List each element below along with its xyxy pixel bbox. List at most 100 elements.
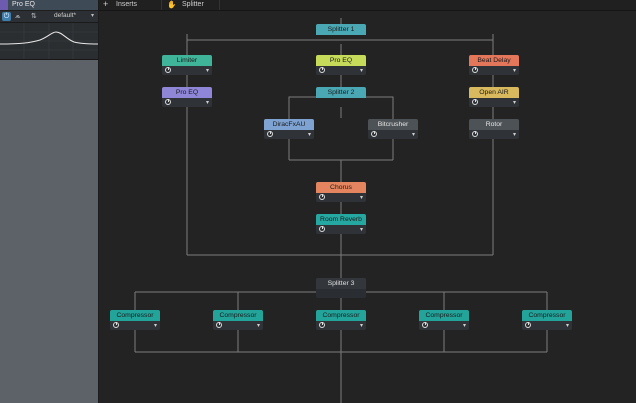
node-label: Compressor xyxy=(419,310,469,321)
compressor-5-node[interactable]: Compressor ▾ xyxy=(522,310,572,330)
chevron-down-icon[interactable]: ▾ xyxy=(91,13,95,19)
compressor-4-node[interactable]: Compressor ▾ xyxy=(419,310,469,330)
power-icon[interactable] xyxy=(216,321,222,328)
splitter-1-node[interactable]: Splitter 1 xyxy=(316,24,366,44)
power-icon[interactable] xyxy=(525,321,531,328)
power-icon[interactable] xyxy=(267,130,273,137)
room-reverb-node[interactable]: Room Reverb ▾ xyxy=(316,214,366,234)
eq-thumbnail[interactable] xyxy=(0,23,99,60)
chevron-down-icon[interactable]: ▾ xyxy=(359,226,363,233)
compressor-2-node[interactable]: Compressor ▾ xyxy=(213,310,263,330)
power-icon[interactable] xyxy=(472,98,478,105)
chorus-node[interactable]: Chorus ▾ xyxy=(316,182,366,202)
node-label: Pro EQ xyxy=(316,55,366,66)
node-controls: ▾ xyxy=(522,321,572,330)
toolbar-divider xyxy=(219,0,220,10)
node-label: Splitter 2 xyxy=(316,87,366,98)
power-icon[interactable] xyxy=(319,66,325,73)
power-icon[interactable] xyxy=(472,66,478,73)
chevron-down-icon[interactable]: ▾ xyxy=(153,322,157,329)
eq-curve-icon[interactable]: ⩕ xyxy=(15,13,21,20)
eq-curve-preview xyxy=(0,23,99,59)
inserts-tab[interactable]: Inserts xyxy=(116,1,138,8)
node-controls: ▾ xyxy=(368,130,418,139)
open-air-node[interactable]: Open AIR ▾ xyxy=(469,87,519,107)
rotor-node[interactable]: Rotor ▾ xyxy=(469,119,519,139)
splitter-tab[interactable]: Splitter xyxy=(182,1,204,8)
chevron-down-icon[interactable]: ▾ xyxy=(359,194,363,201)
node-label: Rotor xyxy=(469,119,519,130)
toolbar-divider xyxy=(161,0,162,10)
chevron-down-icon[interactable]: ▾ xyxy=(462,322,466,329)
limiter-node[interactable]: Limiter ▾ xyxy=(162,55,212,75)
node-controls: ▾ xyxy=(469,98,519,107)
node-label: Bitcrusher xyxy=(368,119,418,130)
node-label: Room Reverb xyxy=(316,214,366,225)
pro-eq-left-node[interactable]: Pro EQ ▾ xyxy=(162,87,212,107)
pro-eq-node[interactable]: Pro EQ ▾ xyxy=(316,55,366,75)
compressor-1-node[interactable]: Compressor ▾ xyxy=(110,310,160,330)
chevron-down-icon[interactable]: ▾ xyxy=(205,67,209,74)
node-label: Compressor xyxy=(110,310,160,321)
node-controls: ▾ xyxy=(264,130,314,139)
node-label: Splitter 1 xyxy=(316,24,366,35)
node-controls: ▾ xyxy=(316,66,366,75)
chevron-down-icon[interactable]: ▾ xyxy=(205,99,209,106)
node-label: Splitter 3 xyxy=(316,278,366,289)
node-controls: ▾ xyxy=(419,321,469,330)
node-controls: ▾ xyxy=(316,225,366,234)
chevron-down-icon[interactable]: ▾ xyxy=(359,67,363,74)
node-controls: ▾ xyxy=(213,321,263,330)
node-controls: ▾ xyxy=(469,130,519,139)
chevron-down-icon[interactable]: ▾ xyxy=(307,131,311,138)
chevron-down-icon[interactable]: ▾ xyxy=(512,99,516,106)
power-icon[interactable] xyxy=(472,130,478,137)
node-controls: ▾ xyxy=(316,321,366,330)
node-controls: ▾ xyxy=(316,193,366,202)
chevron-down-icon[interactable]: ▾ xyxy=(512,67,516,74)
plugin-sidebar: Pro EQ ⏻ ⩕ ⇅ default* ▾ xyxy=(0,0,99,403)
power-icon[interactable]: ⏻ xyxy=(2,12,11,21)
power-icon[interactable] xyxy=(113,321,119,328)
power-icon[interactable] xyxy=(319,225,325,232)
routing-toolbar: + Inserts ✋ Splitter xyxy=(99,0,636,11)
node-label: Compressor xyxy=(316,310,366,321)
compressor-3-node[interactable]: Compressor ▾ xyxy=(316,310,366,330)
node-label: Chorus xyxy=(316,182,366,193)
power-icon[interactable] xyxy=(422,321,428,328)
node-controls: ▾ xyxy=(469,66,519,75)
diracfxau-node[interactable]: DiracFxAU ▾ xyxy=(264,119,314,139)
power-icon[interactable] xyxy=(319,321,325,328)
node-label: Compressor xyxy=(522,310,572,321)
node-label: Limiter xyxy=(162,55,212,66)
node-controls: ▾ xyxy=(162,98,212,107)
hand-icon[interactable]: ✋ xyxy=(167,0,177,9)
node-label: DiracFxAU xyxy=(264,119,314,130)
beat-delay-node[interactable]: Beat Delay ▾ xyxy=(469,55,519,75)
chevron-down-icon[interactable]: ▾ xyxy=(256,322,260,329)
power-icon[interactable] xyxy=(165,98,171,105)
node-controls: ▾ xyxy=(162,66,212,75)
chevron-down-icon[interactable]: ▾ xyxy=(565,322,569,329)
plugin-title: Pro EQ xyxy=(12,1,35,8)
splitter-3-node[interactable]: Splitter 3 xyxy=(316,278,366,298)
power-icon[interactable] xyxy=(371,130,377,137)
power-icon[interactable] xyxy=(165,66,171,73)
plugin-header[interactable]: Pro EQ xyxy=(0,0,98,11)
add-icon[interactable]: + xyxy=(103,0,109,9)
node-controls: ▾ xyxy=(110,321,160,330)
bitcrusher-node[interactable]: Bitcrusher ▾ xyxy=(368,119,418,139)
power-icon[interactable] xyxy=(319,193,325,200)
node-controls xyxy=(316,289,366,298)
node-label: Beat Delay xyxy=(469,55,519,66)
chevron-down-icon[interactable]: ▾ xyxy=(512,131,516,138)
plugin-color-swatch xyxy=(0,0,8,10)
plugin-toolbar: ⏻ ⩕ ⇅ default* ▾ xyxy=(0,11,98,23)
chevron-down-icon[interactable]: ▾ xyxy=(359,322,363,329)
compare-icon[interactable]: ⇅ xyxy=(31,13,37,20)
node-label: Pro EQ xyxy=(162,87,212,98)
preset-selector[interactable]: default* xyxy=(54,12,77,19)
node-label: Compressor xyxy=(213,310,263,321)
chevron-down-icon[interactable]: ▾ xyxy=(411,131,415,138)
splitter-2-node[interactable]: Splitter 2 xyxy=(316,87,366,107)
